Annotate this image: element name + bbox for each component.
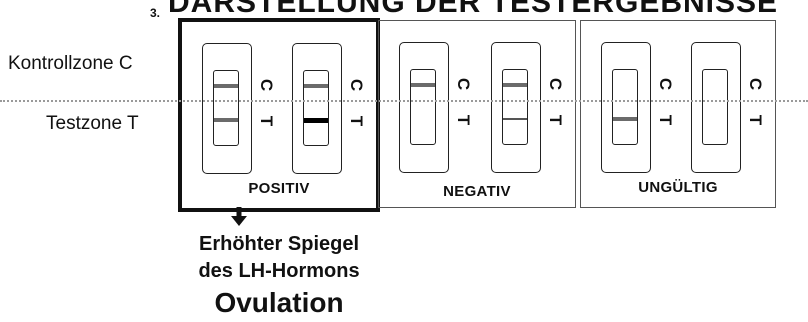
control-band (214, 84, 238, 88)
group-label-negative: NEGATIV (443, 183, 511, 200)
group-label-positive: POSITIV (248, 180, 310, 197)
result-line-1: Erhöhter Spiegel (198, 233, 360, 255)
t-marker: T (546, 114, 565, 126)
test-band-strong (304, 118, 328, 123)
c-marker: C (347, 78, 366, 92)
c-marker: C (746, 77, 765, 91)
t-marker: T (656, 114, 675, 126)
control-zone-label: Kontrollzone C (8, 53, 133, 74)
result-line-2: des LH-Hormons (198, 260, 360, 282)
result-window (213, 70, 239, 146)
result-window (410, 69, 436, 145)
group-invalid: C T C T UNGÜLTIG (580, 20, 776, 208)
test-strip: C T (202, 43, 276, 174)
group-positive: C T C T POSITIV (178, 18, 380, 212)
section-number: 3. (150, 6, 161, 20)
result-window (502, 69, 528, 145)
control-band (411, 83, 435, 87)
t-marker: T (257, 115, 276, 127)
test-strip: C T (292, 43, 366, 174)
result-window (303, 70, 329, 146)
t-marker: T (454, 114, 473, 126)
c-marker: C (656, 77, 675, 91)
t-marker: T (746, 114, 765, 126)
zone-divider-dotted-line (0, 100, 808, 102)
test-band (214, 118, 238, 122)
test-strip: C T (399, 42, 473, 173)
control-band (503, 83, 527, 87)
test-strip: C T (601, 42, 675, 173)
c-marker: C (454, 77, 473, 91)
test-strip: C T (691, 42, 765, 173)
group-label-invalid: UNGÜLTIG (638, 179, 718, 196)
test-zone-label: Testzone T (46, 113, 139, 134)
group-negative: C T C T NEGATIV (378, 20, 576, 208)
result-line-3: Ovulation (214, 287, 344, 318)
t-marker: T (347, 115, 366, 127)
result-window (702, 69, 728, 145)
c-marker: C (546, 77, 565, 91)
test-strip: C T (491, 42, 565, 173)
c-marker: C (257, 78, 276, 92)
arrow-down-icon (231, 207, 247, 226)
section-title: DARSTELLUNG DER TESTERGEBNISSE (168, 0, 779, 19)
test-band (613, 117, 637, 121)
test-band-faint (503, 118, 527, 120)
control-band (304, 84, 328, 88)
result-window (612, 69, 638, 145)
